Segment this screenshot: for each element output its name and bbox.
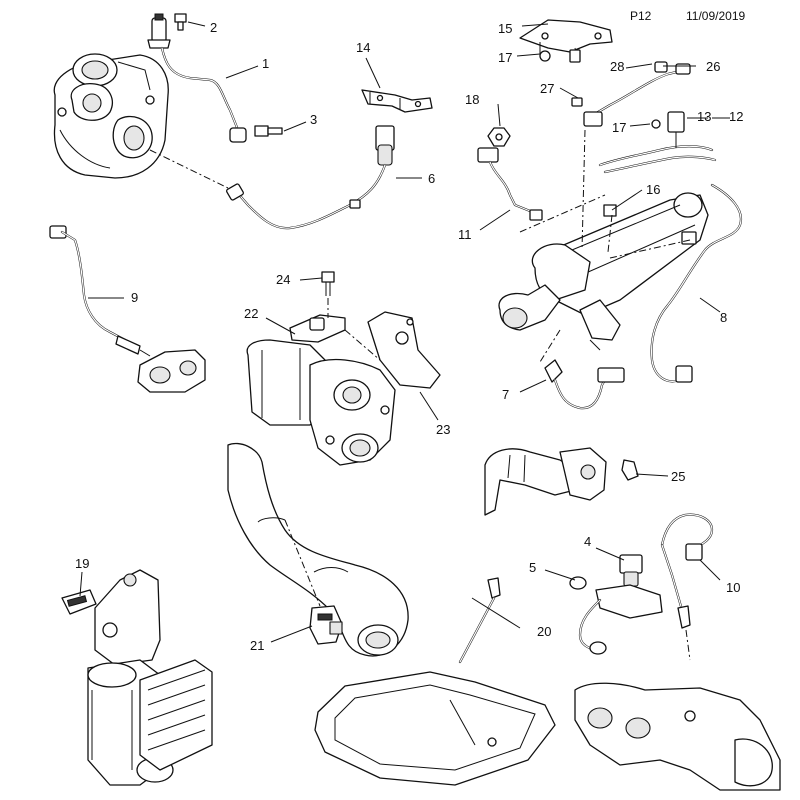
callout-22: 22 bbox=[244, 306, 258, 321]
callout-9: 9 bbox=[131, 290, 138, 305]
pipe-lower bbox=[578, 598, 607, 655]
bracket-15 bbox=[519, 19, 613, 63]
bolt-2 bbox=[174, 13, 187, 31]
sensor-21 bbox=[309, 605, 343, 645]
callout-26: 26 bbox=[706, 59, 720, 74]
callout-17a: 17 bbox=[498, 50, 512, 65]
callout-11: 11 bbox=[458, 227, 472, 242]
intake-hose bbox=[227, 442, 409, 657]
actuator-bracket-22 bbox=[289, 314, 346, 343]
turbocharger bbox=[53, 53, 169, 179]
connector-25 bbox=[621, 459, 639, 481]
callout-24: 24 bbox=[276, 272, 290, 287]
oil-pressure-switch-19 bbox=[61, 589, 97, 615]
exhaust-manifold bbox=[574, 682, 781, 791]
callout-19: 19 bbox=[75, 556, 89, 571]
callout-23: 23 bbox=[436, 422, 450, 437]
callout-7: 7 bbox=[502, 387, 509, 402]
callout-6: 6 bbox=[428, 171, 435, 186]
clip-16 bbox=[603, 204, 617, 217]
heat-shield-23 bbox=[367, 311, 441, 389]
callout-12: 12 bbox=[729, 109, 743, 124]
boost-sensor-4 bbox=[595, 554, 663, 619]
callout-25: 25 bbox=[671, 469, 685, 484]
oil-pan bbox=[314, 671, 556, 786]
sensor-27 bbox=[571, 97, 603, 127]
callout-16: 16 bbox=[646, 182, 660, 197]
sensor-13 bbox=[667, 111, 685, 148]
callout-8: 8 bbox=[720, 310, 727, 325]
exhaust-temp-sensor-6 bbox=[226, 125, 395, 230]
egr-valve bbox=[246, 339, 396, 466]
callout-5: 5 bbox=[529, 560, 536, 575]
callout-3: 3 bbox=[310, 112, 317, 127]
intake-duct-25 bbox=[484, 447, 607, 516]
banjo-bolt bbox=[254, 125, 283, 137]
callout-27: 27 bbox=[540, 81, 554, 96]
exhaust-manifold-flange bbox=[137, 349, 206, 393]
nut-17b bbox=[651, 119, 661, 129]
callout-14: 14 bbox=[356, 40, 370, 55]
callout-15: 15 bbox=[498, 21, 512, 36]
oil-level-sensor-20 bbox=[458, 577, 501, 664]
pressure-pipe-11 bbox=[477, 147, 543, 221]
washer-18 bbox=[487, 127, 511, 147]
callout-10: 10 bbox=[726, 580, 740, 595]
callout-1: 1 bbox=[262, 56, 269, 71]
leader-lines bbox=[79, 21, 730, 643]
callout-2: 2 bbox=[210, 20, 217, 35]
revision-date: 11/09/2019 bbox=[686, 9, 745, 23]
page-code: P12 bbox=[630, 9, 652, 23]
turbo-speed-sensor bbox=[147, 13, 171, 49]
sensor-harness-26 bbox=[586, 63, 691, 120]
oil-cooler bbox=[139, 659, 213, 771]
callout-13: 13 bbox=[697, 109, 711, 124]
pressure-pipe-12 bbox=[598, 145, 717, 174]
callout-28: 28 bbox=[610, 59, 624, 74]
particulate-filter bbox=[498, 192, 709, 351]
exhaust-temp-sensor-7 bbox=[544, 359, 625, 410]
callout-18: 18 bbox=[465, 92, 479, 107]
callout-17b: 17 bbox=[612, 120, 626, 135]
bracket-14 bbox=[361, 89, 433, 113]
exhaust-temp-sensor-10 bbox=[660, 513, 714, 629]
bolt-24 bbox=[321, 271, 335, 296]
nut-17a bbox=[539, 50, 551, 62]
pressure-sensor-28 bbox=[654, 61, 668, 73]
callout-labels: 1 2 3 4 5 6 7 8 9 10 11 12 13 14 15 16 1… bbox=[75, 20, 743, 653]
exhaust-temp-sensor-9 bbox=[49, 225, 151, 357]
turbo-oil-pipe bbox=[160, 46, 247, 143]
callout-21: 21 bbox=[250, 638, 264, 653]
callout-20: 20 bbox=[537, 624, 551, 639]
callout-4: 4 bbox=[584, 534, 591, 549]
